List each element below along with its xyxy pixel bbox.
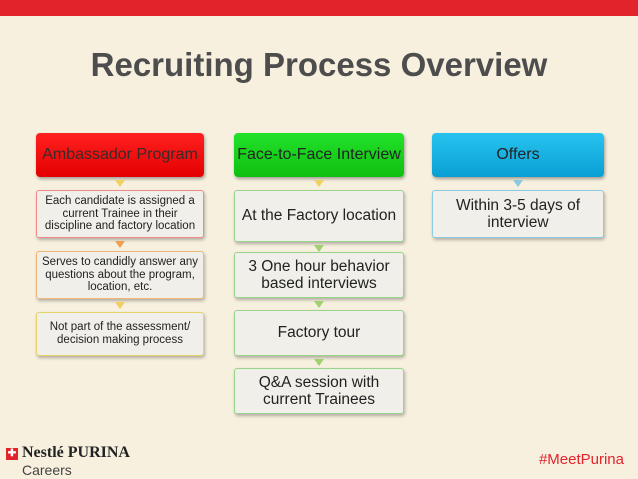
column-3-header: Offers (432, 133, 604, 177)
top-accent-bar (0, 0, 638, 16)
slide-title: Recruiting Process Overview (90, 46, 548, 83)
connector-arrow (314, 301, 324, 308)
connector-arrow (115, 180, 125, 187)
connector-arrow (513, 180, 523, 187)
column-1-header: Ambassador Program (36, 133, 204, 177)
column-2-header: Face-to-Face Interview (234, 133, 404, 177)
column-2-step-2: 3 One hour behavior based interviews (234, 252, 404, 298)
column-1-step-3: Not part of the assessment/ decision mak… (36, 312, 204, 356)
connector-arrow (314, 180, 324, 187)
column-1-step-1: Each candidate is assigned a current Tra… (36, 190, 204, 238)
connector-arrow (314, 245, 324, 252)
connector-arrow (115, 302, 125, 309)
column-3-step-1: Within 3-5 days of interview (432, 190, 604, 238)
hashtag-text: #MeetPurina (538, 451, 624, 468)
connector-arrow (314, 359, 324, 366)
column-2-step-1: At the Factory location (234, 190, 404, 242)
column-2-step-4: Q&A session with current Trainees (234, 368, 404, 414)
logo-brand-text: Nestlé PURINA (22, 444, 130, 461)
column-2-step-3: Factory tour (234, 310, 404, 356)
logo-careers-text: Careers (22, 462, 72, 478)
connector-arrow (115, 241, 125, 248)
column-1-step-2: Serves to candidly answer any questions … (36, 251, 204, 299)
nestle-purina-logo-mark-icon: ✚ (6, 448, 18, 460)
